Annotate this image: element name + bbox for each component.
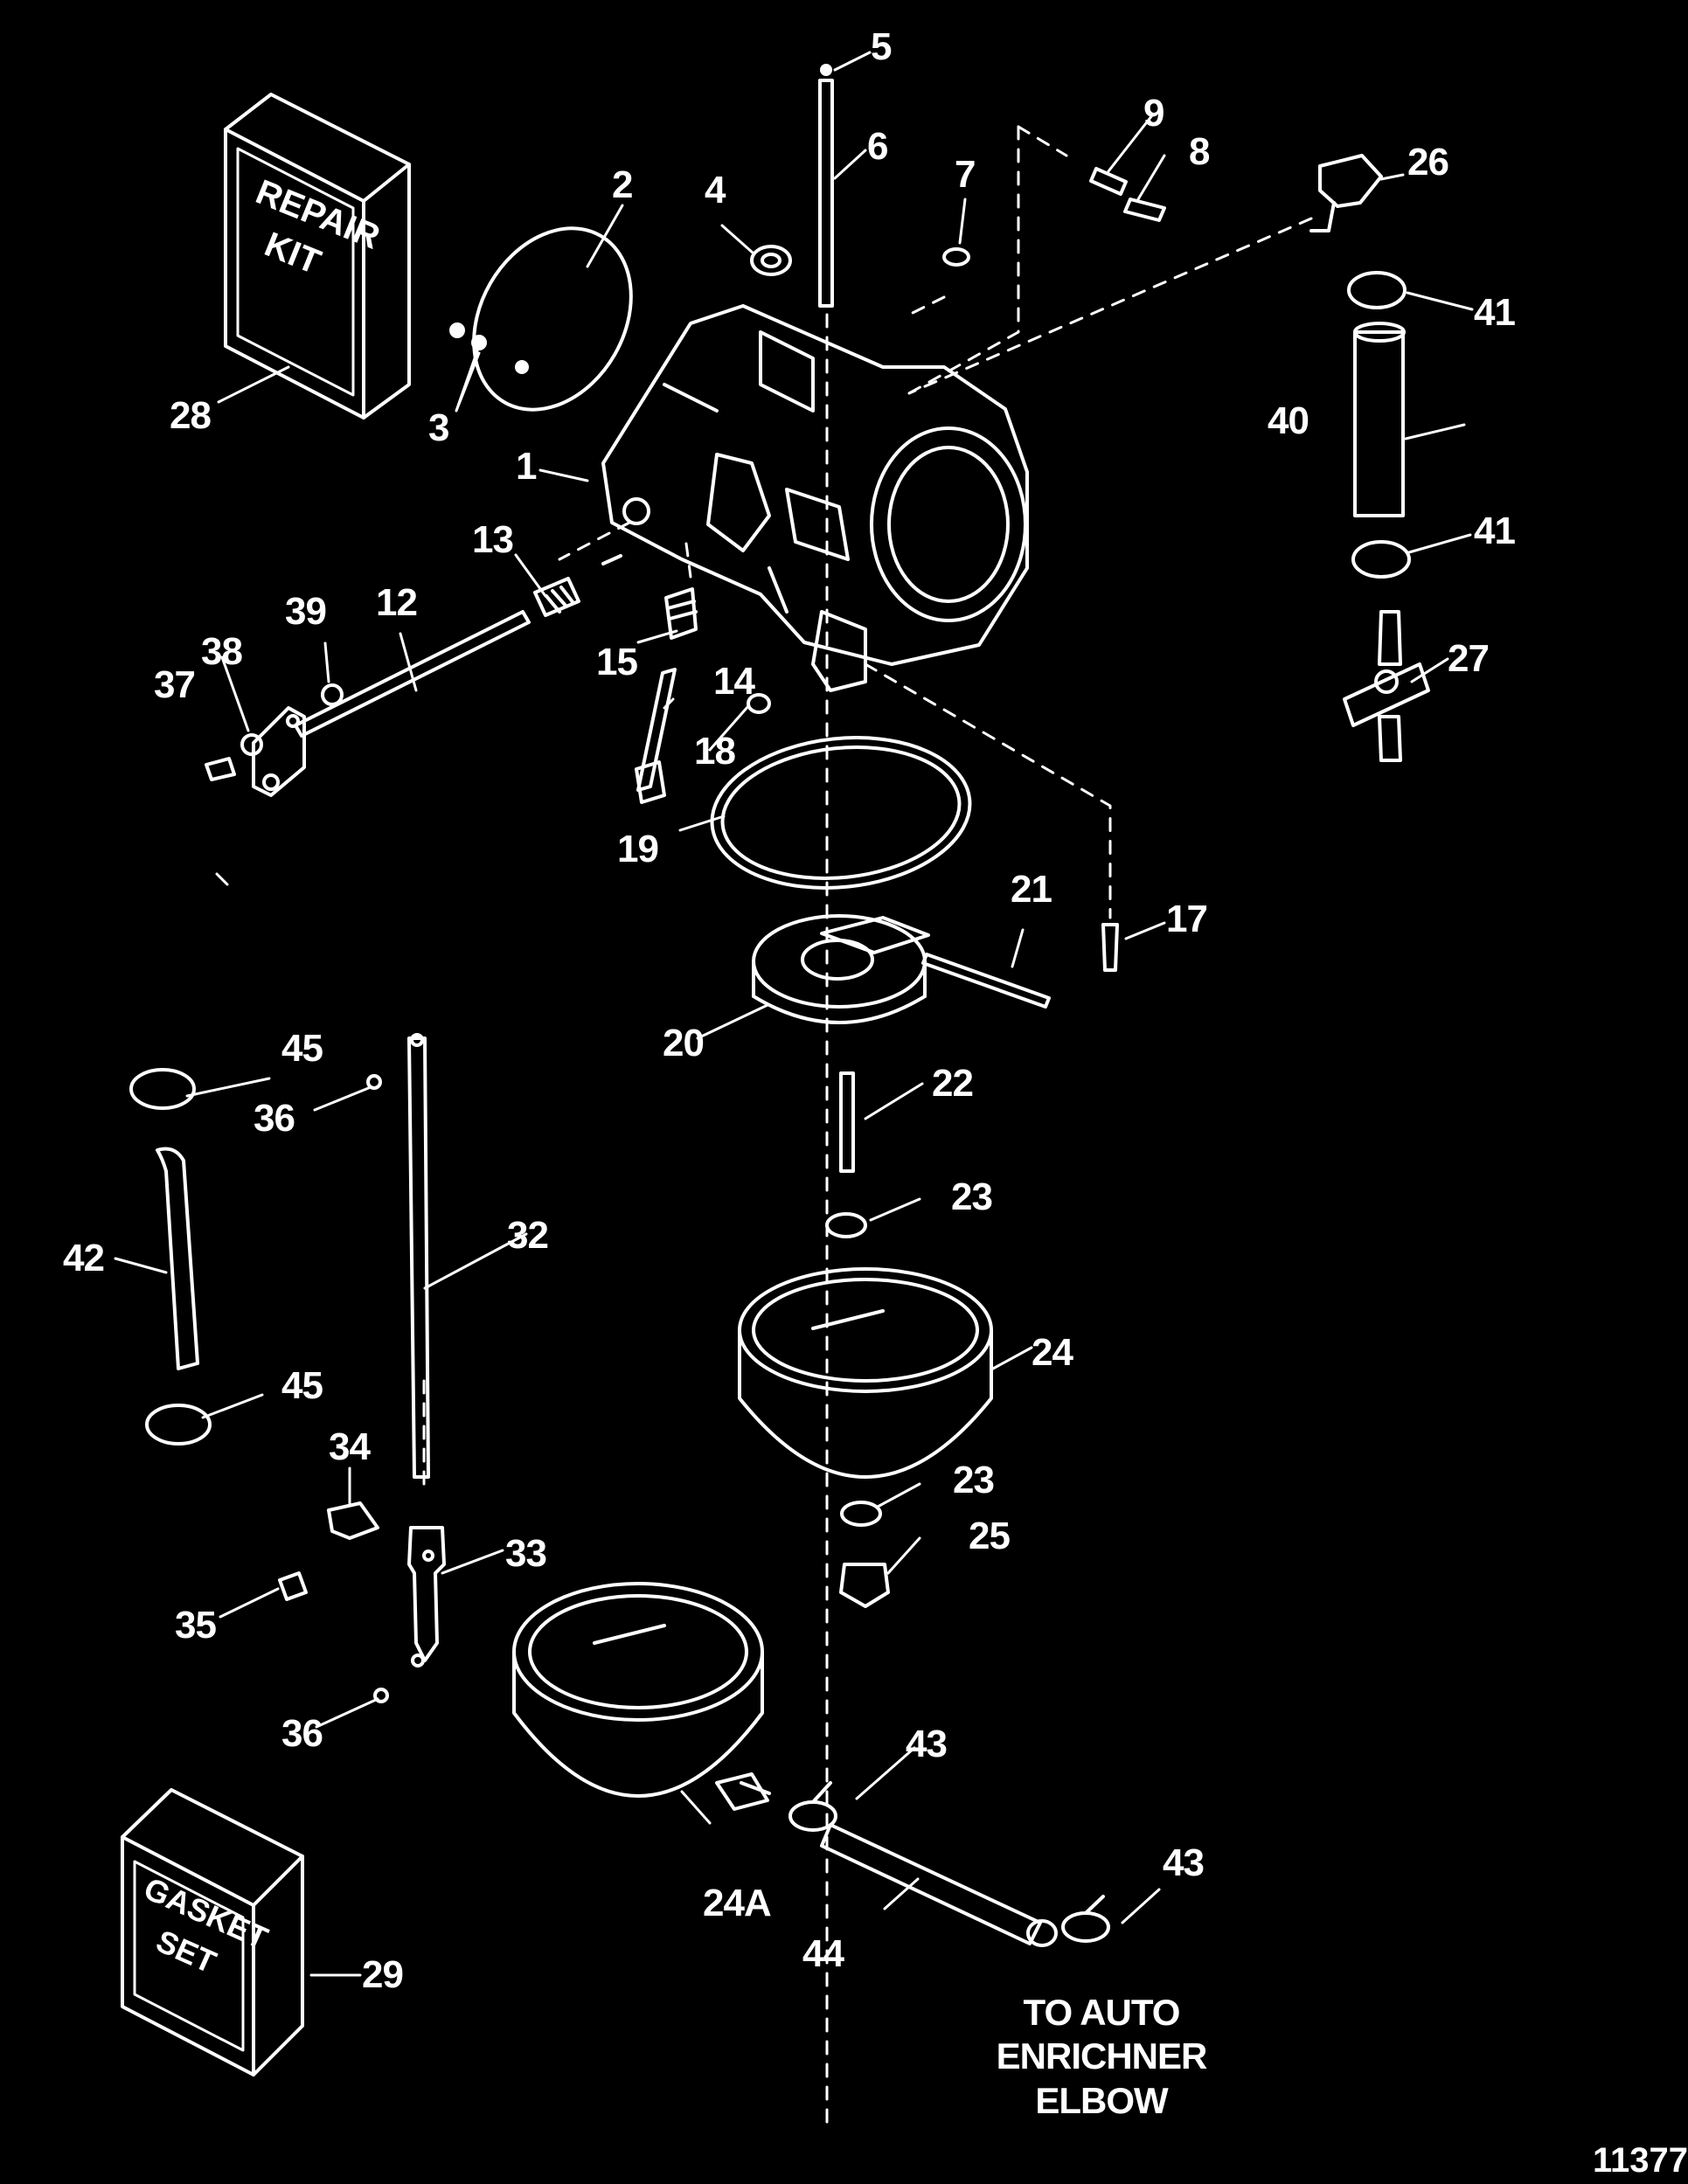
callout-44: 44 (802, 1932, 844, 1975)
callout-36-bottom: 36 (281, 1712, 323, 1755)
small-screw (1123, 198, 1166, 222)
retaining-clip (327, 1501, 379, 1540)
main-jet (839, 1071, 855, 1173)
callout-45-bottom: 45 (281, 1364, 323, 1407)
callout-19: 19 (617, 828, 659, 870)
callout-20: 20 (663, 1022, 705, 1064)
callout-2: 2 (612, 163, 634, 206)
callout-15: 15 (596, 641, 638, 683)
float (752, 914, 930, 1024)
inlet-needle (1101, 923, 1119, 972)
callout-25: 25 (969, 1515, 1011, 1557)
callout-21: 21 (1011, 868, 1052, 911)
callout-45-top: 45 (281, 1027, 323, 1070)
float-bowl (738, 1267, 993, 1479)
callout-29: 29 (362, 1953, 404, 1996)
hose-clamp (129, 1068, 196, 1110)
jet (747, 693, 771, 714)
callout-17: 17 (1166, 898, 1208, 940)
note-line-1: TO AUTO (1023, 1992, 1181, 2033)
hose-clamp (1347, 271, 1407, 309)
bowl-gasket (710, 736, 972, 890)
callout-3: 3 (428, 406, 450, 449)
callout-23-bottom: 23 (953, 1459, 995, 1501)
throttle-shaft (294, 610, 531, 738)
cover-screw (449, 322, 465, 338)
callout-33: 33 (505, 1532, 547, 1575)
clip-screw (278, 1571, 308, 1601)
fuel-bowl-24a (512, 1582, 771, 1811)
callout-18: 18 (694, 730, 736, 773)
destination-note: TO AUTO ENRICHNER ELBOW (988, 1991, 1215, 2123)
bowl-washer (840, 1501, 882, 1527)
callout-24a: 24A (703, 1882, 772, 1924)
callout-14: 14 (713, 660, 755, 703)
vent-hose (156, 1147, 199, 1370)
washer (240, 733, 263, 756)
seal (750, 245, 792, 276)
idle-mixture-needle (636, 668, 677, 792)
callout-24: 24 (1032, 1331, 1073, 1374)
callout-32: 32 (507, 1214, 549, 1257)
float-pin (921, 953, 1051, 1009)
callout-26: 26 (1407, 141, 1449, 184)
throttle-lever (252, 706, 306, 797)
callout-6: 6 (867, 125, 889, 168)
pin (373, 1688, 389, 1703)
callout-40: 40 (1268, 399, 1309, 442)
connector-hose (1353, 330, 1405, 517)
pin (366, 1074, 382, 1090)
small-screw (1089, 167, 1128, 196)
callout-22: 22 (932, 1062, 974, 1105)
callout-7: 7 (955, 153, 976, 196)
callout-13: 13 (472, 518, 514, 561)
callout-1: 1 (516, 445, 538, 488)
callout-9: 9 (1143, 92, 1165, 135)
elbow-fitting (1318, 154, 1383, 208)
linkage-rod (407, 1037, 430, 1479)
callout-12: 12 (376, 581, 418, 624)
rod-bracket (407, 1526, 446, 1662)
bowl-washer (825, 1212, 867, 1238)
callout-4: 4 (705, 169, 726, 211)
spring (533, 577, 580, 617)
needle-spring (664, 587, 698, 640)
callout-43-top: 43 (906, 1723, 948, 1765)
repair-kit-box: REPAIR KIT (224, 93, 411, 419)
fuel-hose (820, 1823, 1042, 1945)
callout-36-top: 36 (254, 1097, 295, 1140)
carburetor-body (601, 304, 1029, 692)
cover-gasket (472, 226, 633, 412)
drain-plug (839, 1563, 890, 1608)
callout-37: 37 (154, 663, 196, 706)
note-line-2: ENRICHNER (996, 2035, 1208, 2077)
callout-34: 34 (329, 1425, 371, 1468)
callout-35: 35 (175, 1604, 217, 1647)
callout-43-bottom: 43 (1163, 1841, 1205, 1884)
screw (205, 757, 236, 781)
callout-38: 38 (201, 630, 243, 673)
callout-28: 28 (170, 394, 212, 437)
hose-clamp (1351, 540, 1411, 579)
callout-27: 27 (1448, 637, 1490, 680)
callout-23-top: 23 (951, 1175, 993, 1218)
hose-clamp (145, 1404, 212, 1446)
figure-number: 11377 (1593, 2141, 1688, 2180)
hose-clamp (1061, 1911, 1110, 1943)
callout-8: 8 (1189, 130, 1211, 173)
tee-fitting (1378, 610, 1402, 666)
gasket-set-box: GASKET SET (121, 1788, 304, 2077)
throttle-rod (818, 79, 834, 308)
callout-41-bottom: 41 (1474, 510, 1516, 552)
callout-42: 42 (63, 1237, 105, 1279)
callout-39: 39 (285, 590, 327, 633)
nut (321, 683, 344, 706)
callout-41-top: 41 (1474, 291, 1516, 334)
callout-5: 5 (871, 25, 893, 68)
plug (942, 247, 970, 267)
note-line-3: ELBOW (1035, 2079, 1168, 2121)
